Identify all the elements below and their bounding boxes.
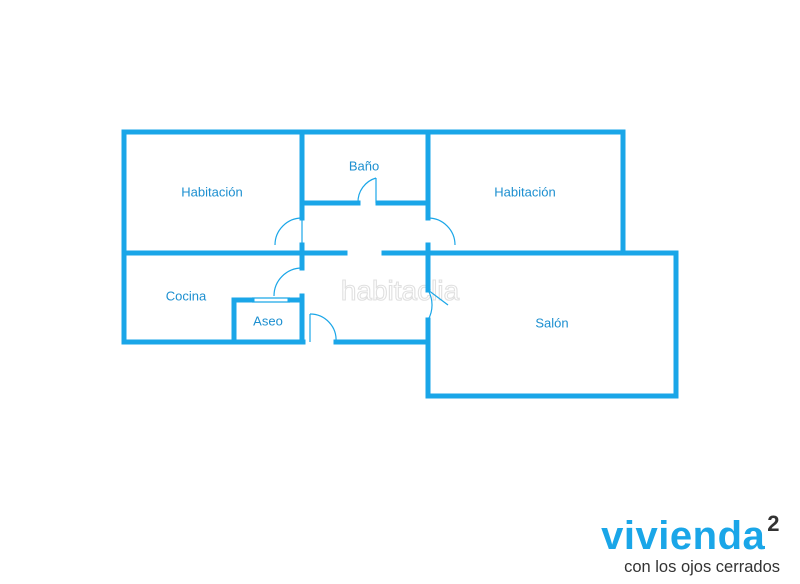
room-label-salon: Salón (535, 315, 568, 330)
room-label-cocina: Cocina (166, 288, 207, 303)
walls (121, 129, 679, 399)
logo-name: vivienda (601, 514, 766, 558)
room-label-bano: Baño (349, 158, 379, 173)
logo-name-line: vivienda2 (580, 504, 780, 556)
logo-tagline: con los ojos cerrados (624, 558, 780, 576)
room-label-habitacion-left: Habitación (181, 184, 242, 199)
room-label-habitacion-right: Habitación (494, 184, 555, 199)
brand-logo: vivienda2 con los ojos cerrados (580, 504, 780, 577)
room-label-aseo: Aseo (253, 313, 283, 328)
room-labels: Habitación Baño Habitación Cocina Aseo S… (166, 158, 569, 330)
doors (252, 177, 456, 343)
logo-superscript: 2 (767, 511, 780, 536)
watermark: habitaclia (341, 275, 460, 306)
